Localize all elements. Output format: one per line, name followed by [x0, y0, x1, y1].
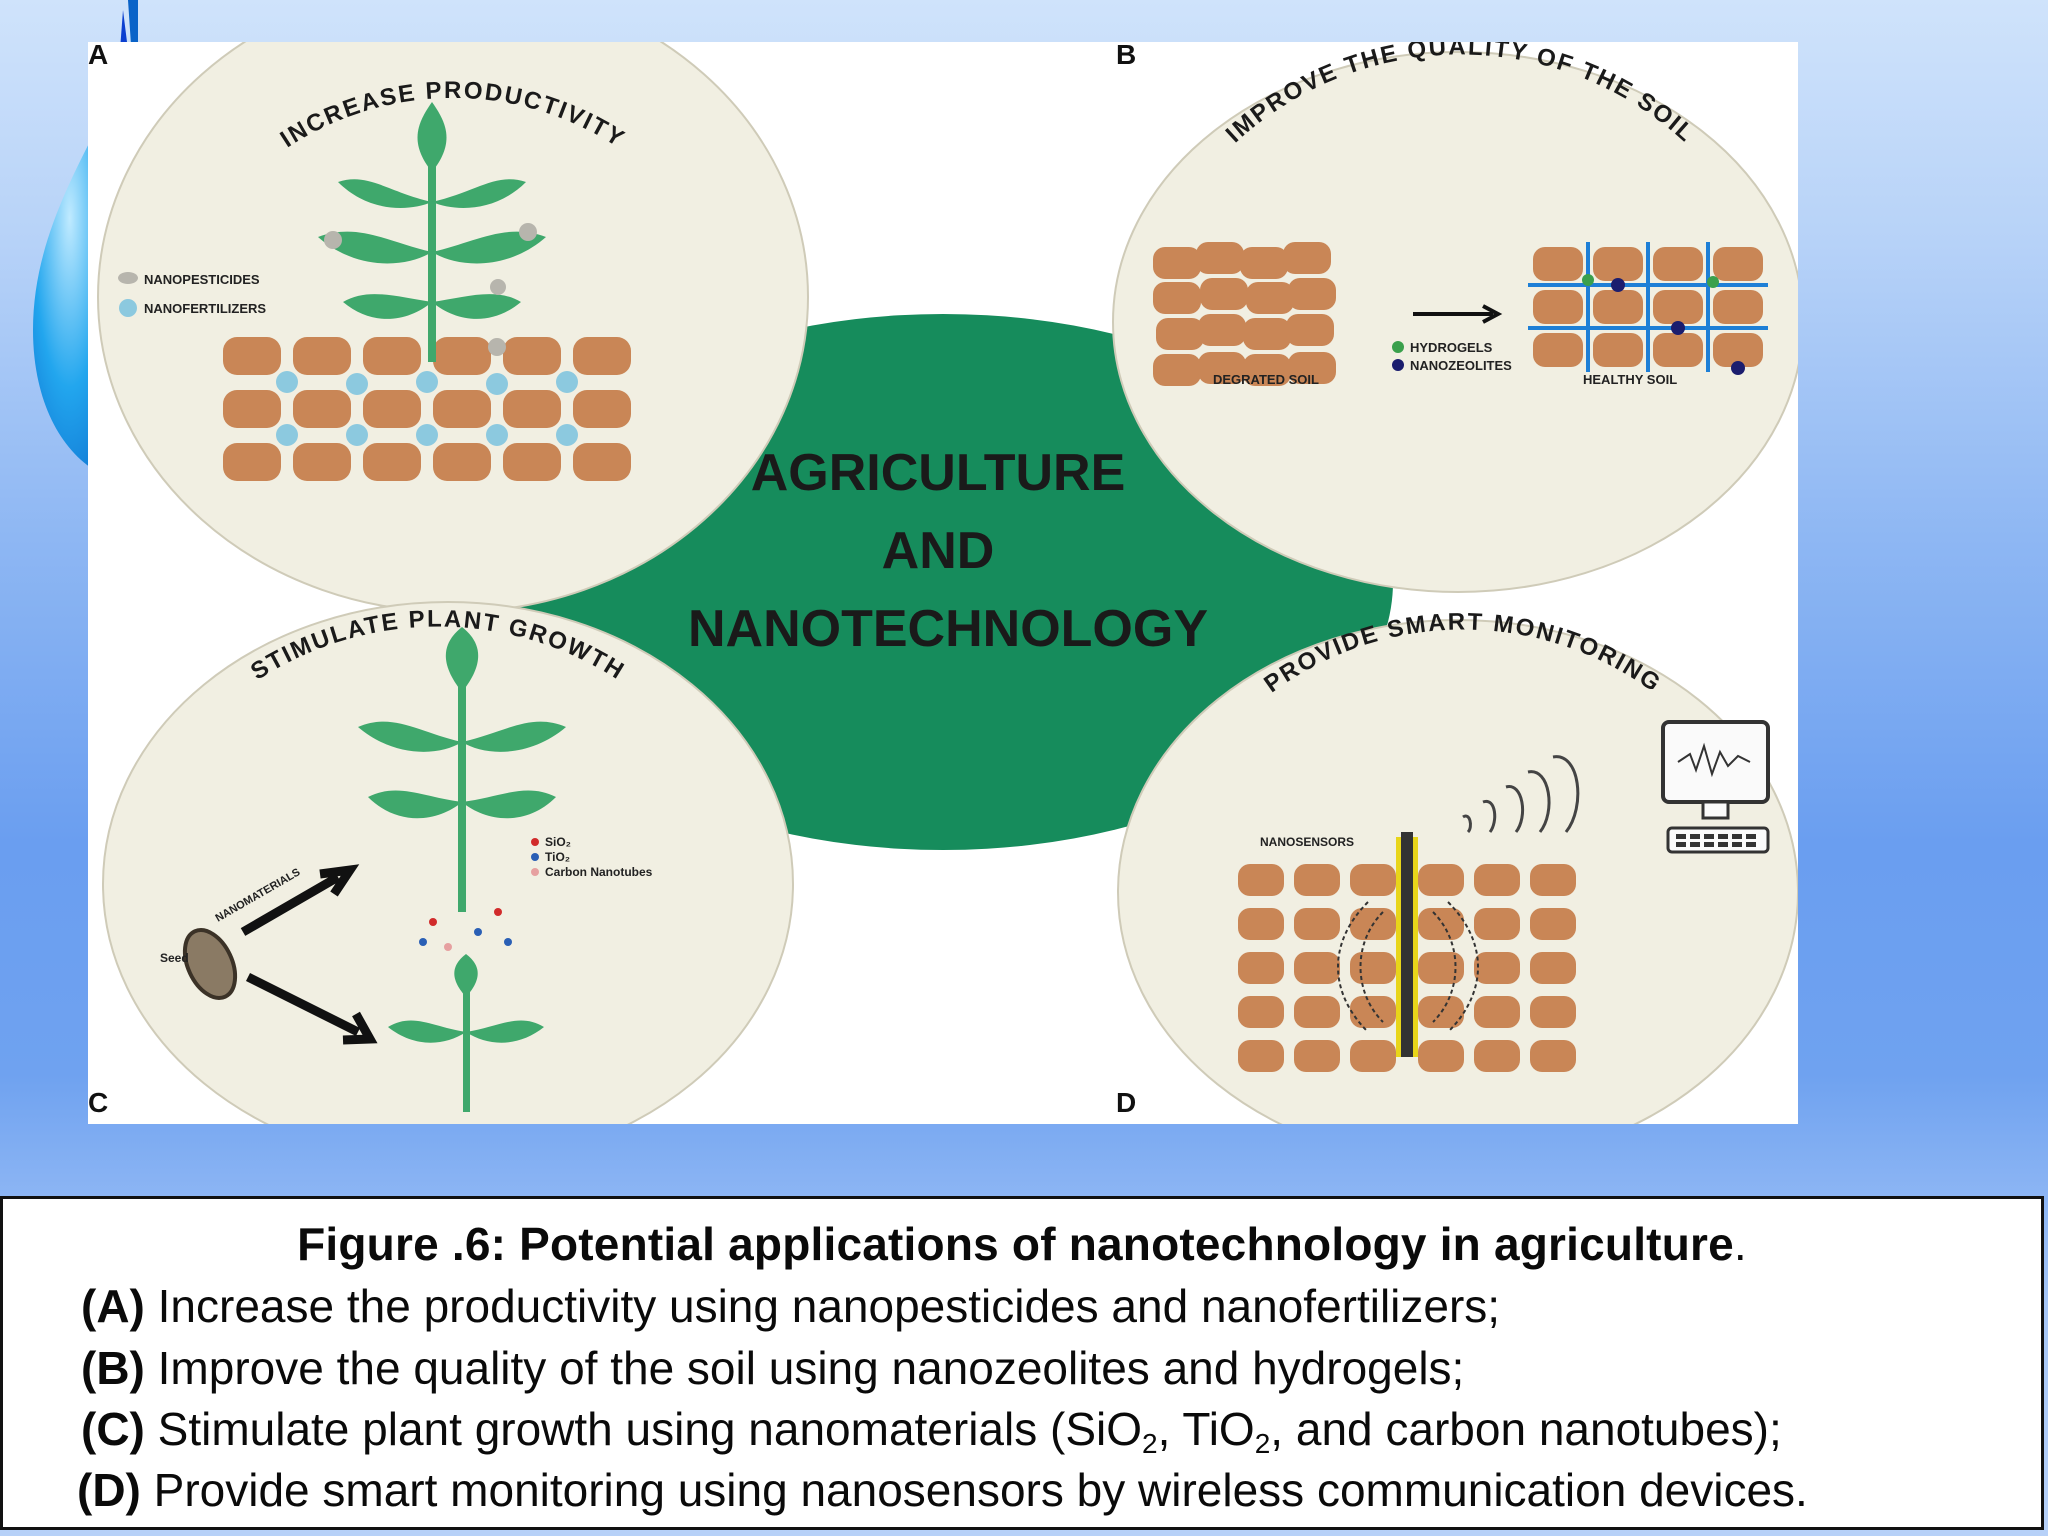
caption-item-c-post: , and carbon nanotubes); [1270, 1403, 1782, 1455]
caption-item-c-mid: , TiO [1157, 1403, 1255, 1455]
center-line-1: AGRICULTURE [751, 444, 1126, 502]
caption-title-end: . [1733, 1218, 1747, 1270]
legend-nanopesticides: NANOPESTICIDES [144, 272, 260, 287]
seed-label: Seed [160, 951, 189, 965]
panel-b-letter: B [1116, 42, 1136, 70]
degraded-soil-label: DEGRATED SOIL [1213, 372, 1319, 387]
panel-a-letter: A [88, 42, 108, 70]
caption-item-c-sub-2: 2 [1254, 1428, 1271, 1459]
arrow-up [240, 864, 360, 936]
center-line-2: AND [882, 522, 995, 580]
caption-item-c-sub-1: 2 [1142, 1428, 1158, 1459]
nanosensor-core [1401, 832, 1413, 1057]
legend-nanofertilizers-marker [119, 299, 137, 317]
caption-title-text: Figure .6: Potential applications of nan… [297, 1218, 1734, 1270]
caption-item-d-text: Provide smart monitoring using nanosenso… [153, 1464, 1808, 1516]
caption-item-a-label: (A) [81, 1280, 145, 1332]
healthy-soil [1528, 242, 1768, 375]
caption-item-b-label: (B) [81, 1342, 145, 1394]
caption-item-d: (D) Provide smart monitoring using nanos… [77, 1463, 1808, 1517]
nanotech-agriculture-figure: AGRICULTURE AND NANOTECHNOLOGY A B C D I… [88, 42, 1798, 1124]
nanofertilizer-particles [276, 371, 578, 446]
healthy-soil-label: HEALTHY SOIL [1583, 372, 1677, 387]
computer-monitor-icon [1661, 720, 1770, 854]
arrow-down [245, 972, 378, 1045]
panel-d-soil [1238, 864, 1576, 1072]
center-line-3: NANOTECHNOLOGY [688, 600, 1208, 658]
figure-caption: Figure .6: Potential applications of nan… [0, 1196, 2044, 1530]
panel-b-circle [1112, 51, 1798, 593]
legend-hydrogels-marker [1392, 341, 1404, 353]
legend-sio2: SiO₂ [545, 835, 571, 849]
plant-c-top [358, 627, 566, 912]
caption-item-b-text: Improve the quality of the soil using na… [157, 1342, 1465, 1394]
legend-sio2-marker [531, 838, 539, 846]
nanosensors-label: NANOSENSORS [1260, 835, 1354, 849]
legend-hydrogels: HYDROGELS [1410, 340, 1493, 355]
caption-item-c-pre: Stimulate plant growth using nanomateria… [157, 1403, 1143, 1455]
plant-c-bottom [388, 954, 544, 1112]
legend-tio2-marker [531, 853, 539, 861]
arrow-right [1413, 304, 1503, 324]
caption-item-a-text: Increase the productivity using nanopest… [157, 1280, 1501, 1332]
caption-item-c-label: (C) [81, 1403, 145, 1455]
seed-icon [182, 928, 238, 1000]
caption-item-c: (C) Stimulate plant growth using nanomat… [81, 1402, 1782, 1459]
legend-carbon-nanotubes-marker [531, 868, 539, 876]
panel-a-soil [223, 337, 631, 481]
legend-carbon-nanotubes: Carbon Nanotubes [545, 865, 653, 879]
caption-item-a: (A) Increase the productivity using nano… [81, 1279, 1500, 1333]
degraded-soil [1153, 242, 1336, 386]
legend-nanozeolites-marker [1392, 359, 1404, 371]
figure-canvas: AGRICULTURE AND NANOTECHNOLOGY A B C D I… [88, 42, 1798, 1124]
panel-c-letter: C [88, 1087, 108, 1118]
legend-nanofertilizers: NANOFERTILIZERS [144, 301, 266, 316]
roots-nanomaterials [419, 908, 512, 951]
panel-d-letter: D [1116, 1087, 1136, 1118]
caption-item-d-label: (D) [77, 1464, 141, 1516]
caption-item-b: (B) Improve the quality of the soil usin… [81, 1341, 1464, 1395]
sensor-waves [1337, 901, 1479, 1033]
legend-nanozeolites: NANOZEOLITES [1410, 358, 1512, 373]
legend-nanopesticides-marker [118, 272, 138, 284]
caption-title: Figure .6: Potential applications of nan… [3, 1217, 2041, 1271]
wireless-signal-icon [1462, 755, 1580, 834]
legend-tio2: TiO₂ [545, 850, 570, 864]
nanopesticide-particle [488, 338, 506, 356]
plant-a [318, 102, 546, 362]
